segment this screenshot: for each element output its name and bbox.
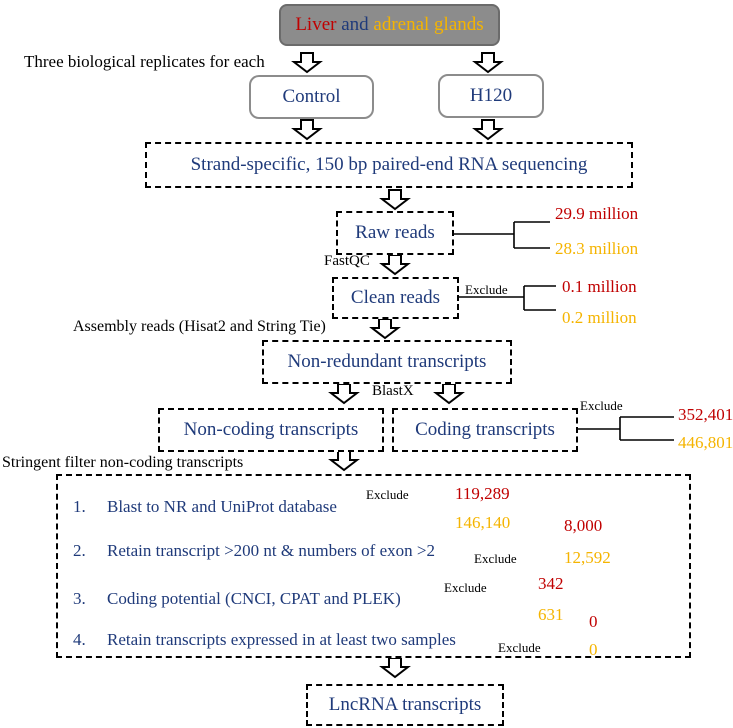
lncrna-box: LncRNA transcripts: [306, 684, 504, 726]
non-redundant-box: Non-redundant transcripts: [262, 340, 512, 384]
non-redundant-label: Non-redundant transcripts: [287, 351, 487, 372]
arrow-nonredundant-to-coding: [435, 383, 463, 404]
step3-red-value: 342: [538, 574, 564, 593]
step1-text: Blast to NR and UniProt database: [107, 497, 337, 516]
step4-gold-value: 0: [589, 640, 598, 659]
step4-number: 4.: [73, 630, 86, 649]
clean-reads-red-value: 0.1 million: [562, 277, 637, 296]
arrow-sequencing-to-raw: [381, 189, 409, 210]
step1-number: 1.: [73, 497, 86, 516]
fastqc-label: FastQC: [324, 253, 370, 269]
sequencing-box: Strand-specific, 150 bp paired-end RNA s…: [145, 142, 633, 188]
step3-gold-value: 631: [538, 605, 564, 624]
h120-label: H120: [469, 85, 513, 106]
control-label: Control: [282, 86, 341, 107]
arrow-h120-to-sequencing: [474, 119, 502, 140]
filter-box: [56, 474, 691, 658]
replicates-label: Three biological replicates for each: [24, 52, 265, 71]
tissue-box: Liver and adrenal glands: [279, 4, 500, 46]
arrow-top-to-h120: [474, 52, 502, 73]
step2-number: 2.: [73, 541, 86, 560]
filter-label: Stringent filter non-coding transcripts: [2, 454, 244, 471]
coding-box: Coding transcripts: [392, 408, 578, 452]
coding-red-value: 352,401: [678, 405, 733, 424]
step2-red-value: 8,000: [564, 516, 603, 535]
lncrna-label: LncRNA transcripts: [328, 694, 482, 715]
coding-label: Coding transcripts: [415, 419, 555, 440]
non-coding-label: Non-coding transcripts: [183, 419, 359, 440]
assembly-label: Assembly reads (Hisat2 and String Tie): [73, 318, 326, 335]
step1-exclude: Exclude: [366, 487, 409, 502]
arrow-filter-to-lncrna: [381, 657, 409, 678]
clean-reads-box: Clean reads: [332, 277, 459, 319]
raw-bracket: [513, 221, 550, 249]
coding-exclude: Exclude: [580, 398, 623, 413]
coding-bracket: [619, 416, 674, 441]
raw-reads-gold-value: 28.3 million: [555, 239, 639, 258]
arrow-control-to-sequencing: [293, 119, 321, 140]
arrow-clean-to-nonredundant: [371, 318, 399, 339]
coding-gold-value: 446,801: [678, 433, 733, 452]
arrow-noncoding-to-filter: [330, 450, 358, 471]
arrow-raw-to-clean: [381, 254, 409, 275]
step4-text: Retain transcripts expressed in at least…: [107, 630, 456, 649]
raw-reads-box: Raw reads: [336, 211, 454, 255]
raw-reads-red-value: 29.9 million: [555, 204, 639, 223]
arrow-nonredundant-to-noncoding: [330, 383, 358, 404]
h120-box: H120: [438, 74, 544, 118]
step2-gold-value: 12,592: [564, 548, 611, 567]
control-box: Control: [249, 75, 374, 119]
step3-number: 3.: [73, 589, 86, 608]
tissue-liver: Liver: [295, 14, 337, 35]
step2-text: Retain transcript >200 nt & numbers of e…: [107, 541, 435, 560]
tissue-and: and: [341, 14, 369, 35]
clean-reads-label: Clean reads: [350, 287, 441, 308]
non-coding-box: Non-coding transcripts: [158, 408, 384, 452]
sequencing-label: Strand-specific, 150 bp paired-end RNA s…: [190, 154, 588, 175]
step1-red-value: 119,289: [455, 484, 510, 503]
clean-reads-exclude: Exclude: [465, 282, 508, 297]
clean-bracket: [523, 285, 556, 311]
step4-exclude: Exclude: [498, 640, 541, 655]
step3-text: Coding potential (CNCI, CPAT and PLEK): [107, 589, 401, 608]
step1-gold-value: 146,140: [455, 513, 511, 532]
clean-reads-gold-value: 0.2 million: [562, 308, 637, 327]
raw-reads-label: Raw reads: [355, 222, 435, 243]
blastx-label: BlastX: [372, 383, 414, 399]
step4-red-value: 0: [589, 612, 598, 631]
step3-exclude: Exclude: [444, 580, 487, 595]
tissue-adrenal: adrenal glands: [373, 14, 484, 35]
step2-exclude: Exclude: [474, 551, 517, 566]
arrow-top-to-control: [293, 52, 321, 73]
